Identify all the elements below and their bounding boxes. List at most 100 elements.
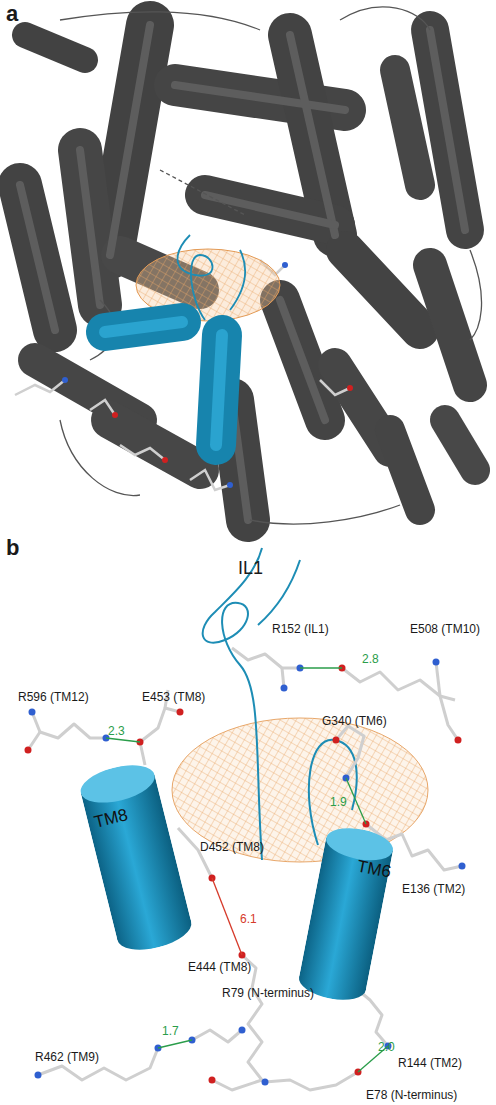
- residue-label: R596 (TM12): [18, 690, 89, 704]
- residue-label: G340 (TM6): [322, 714, 387, 728]
- oxygen-atom: [209, 1077, 216, 1084]
- residue-label: R79 (N-terminus): [222, 986, 314, 1000]
- nitrogen-atom: [281, 685, 288, 692]
- helix: [20, 185, 55, 330]
- helix-shade: [216, 335, 222, 445]
- nitrogen-atom: [62, 377, 68, 383]
- helix: [25, 35, 85, 60]
- residue: [90, 400, 115, 415]
- loop: [340, 7, 430, 30]
- helix: [395, 70, 420, 185]
- distance-value: 1.9: [330, 795, 347, 809]
- nitrogen-atom: [35, 1072, 42, 1079]
- loop: [60, 12, 260, 30]
- nitrogen-atom: [433, 659, 440, 666]
- cylinder-body: [299, 838, 393, 990]
- residue-label: E508 (TM10): [410, 622, 480, 636]
- distance-value: 2.3: [108, 724, 125, 738]
- helix: [110, 25, 150, 255]
- residue-label: E136 (TM2): [402, 882, 465, 896]
- helix-shade: [110, 25, 150, 255]
- oxygen-atom: [177, 709, 184, 716]
- helix: [110, 420, 200, 470]
- residue-sticks: [28, 648, 462, 1090]
- loop-name: IL1: [238, 558, 263, 578]
- nitrogen-atom: [282, 262, 288, 268]
- il1-ribbon: [203, 548, 262, 860]
- residue-r152: [232, 648, 300, 668]
- residue-e78: [265, 1072, 358, 1090]
- helix-shade: [205, 195, 335, 225]
- residue-label: E444 (TM8): [188, 960, 251, 974]
- residue-label: R144 (TM2): [398, 1056, 462, 1070]
- helix: [430, 30, 465, 230]
- distance-value: 6.1: [240, 912, 257, 926]
- nitrogen-atom: [262, 1079, 269, 1086]
- residue-e508: [436, 662, 440, 696]
- helix-shade: [105, 322, 182, 332]
- distance-value: 2.0: [378, 1040, 395, 1054]
- helix: [445, 420, 475, 470]
- residue: [15, 380, 65, 395]
- oxygen-atom: [25, 747, 32, 754]
- hbond-line: [346, 778, 366, 824]
- nitrogen-atom: [239, 1027, 246, 1034]
- helix-shade: [175, 85, 345, 110]
- cavity-surface: [172, 718, 428, 862]
- hbond-line: [106, 738, 140, 742]
- atoms: [25, 659, 466, 1086]
- helix-shade: [80, 150, 100, 305]
- helix: [430, 265, 470, 385]
- nitrogen-atom: [29, 709, 36, 716]
- hbond-line: [158, 1040, 192, 1048]
- blue-helices: [105, 322, 222, 445]
- helix-shade: [430, 30, 465, 230]
- grey-helices: [20, 25, 475, 520]
- helix-shade: [20, 185, 55, 330]
- residue-r79: [212, 955, 262, 1090]
- helix: [390, 430, 420, 510]
- loop: [60, 420, 140, 496]
- helix-tm6: [216, 335, 222, 445]
- cylinder-bottom: [113, 906, 195, 957]
- distance-line: [212, 878, 242, 955]
- helix: [205, 195, 335, 225]
- helix: [280, 300, 325, 420]
- helix: [80, 150, 100, 305]
- panel-letter: a: [6, 2, 18, 26]
- il1-ribbon: [258, 560, 300, 625]
- loop: [250, 505, 400, 524]
- residue-r79: [192, 1030, 242, 1042]
- oxygen-atom: [347, 385, 353, 391]
- oxygen-atom: [112, 412, 118, 418]
- il1-ribbon: [178, 235, 213, 320]
- cavity-mesh: [172, 718, 428, 862]
- cylinder-top: [77, 759, 159, 810]
- residue-label: D452 (TM8): [200, 840, 264, 854]
- helix-shade: [280, 300, 325, 420]
- residue-e508: [440, 696, 458, 740]
- nitrogen-atom: [227, 482, 233, 488]
- helix-tm8: [105, 322, 182, 332]
- hbond-line: [300, 667, 342, 668]
- residue: [190, 470, 230, 490]
- helix: [345, 250, 420, 330]
- distance-value: 2.8: [362, 652, 379, 666]
- residue: [320, 380, 350, 395]
- il1-ribbon: [230, 250, 245, 310]
- helix-highlights: [20, 25, 465, 520]
- residue-label: R462 (TM9): [35, 1050, 99, 1064]
- loops: [60, 7, 482, 524]
- oxygen-atom: [333, 737, 340, 744]
- residue-label: E453 (TM8): [142, 690, 205, 704]
- il1-loop: [178, 235, 246, 320]
- oxygen-atom: [455, 737, 462, 744]
- il1-loop: [203, 548, 357, 860]
- nitrogen-atom: [459, 863, 466, 870]
- residue-e453: [140, 708, 180, 765]
- residue-label: E78 (N-terminus): [366, 1088, 457, 1102]
- loop-gap: [160, 170, 245, 215]
- helix-shade: [290, 35, 335, 235]
